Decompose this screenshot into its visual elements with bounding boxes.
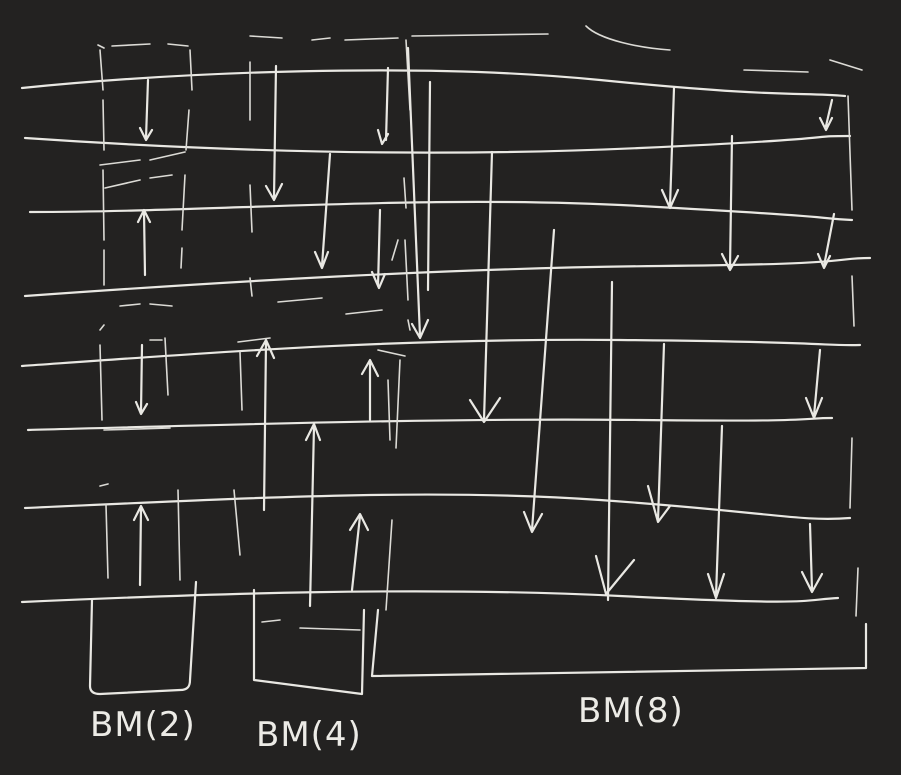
bm4-label: BM(4) bbox=[256, 715, 362, 755]
wire-5 bbox=[20, 338, 862, 368]
bm8-label: BM(8) bbox=[578, 691, 684, 731]
comparator-arrow bbox=[138, 78, 154, 142]
stage-boxes bbox=[97, 25, 863, 441]
comparator-arrow bbox=[800, 522, 824, 594]
group-brackets bbox=[88, 580, 868, 696]
bm4-bracket-inner bbox=[261, 619, 361, 631]
comparator-arrow bbox=[376, 66, 390, 146]
comparator-arrow bbox=[134, 343, 149, 416]
comparator-arrow bbox=[816, 212, 836, 270]
bm2-upper-box-marks bbox=[99, 151, 186, 307]
comparator-arrow bbox=[646, 342, 672, 524]
wire-1 bbox=[20, 69, 847, 98]
bm2-side-lines bbox=[99, 483, 181, 581]
comparator-arrow bbox=[348, 512, 370, 592]
comparator-arrow bbox=[468, 150, 502, 424]
wire-3 bbox=[28, 200, 854, 222]
bm4-bracket bbox=[252, 588, 366, 696]
comparator-arrow bbox=[304, 422, 322, 608]
comparator-arrow bbox=[660, 86, 680, 210]
comparator-arrow bbox=[426, 80, 432, 292]
comparator-arrow bbox=[370, 208, 387, 290]
comparator-arrow bbox=[132, 504, 150, 587]
bm4-side-lines bbox=[233, 239, 399, 611]
comparator-arrow bbox=[818, 98, 834, 132]
comparator-arrow bbox=[594, 280, 636, 602]
comparator-arrow bbox=[720, 134, 740, 272]
wire-2 bbox=[23, 134, 852, 154]
comparator-arrow bbox=[255, 338, 276, 512]
bm8-bracket bbox=[370, 608, 868, 678]
bm2-label: BM(2) bbox=[90, 705, 196, 745]
comparator-arrow bbox=[264, 64, 284, 202]
wire-4 bbox=[23, 256, 872, 298]
bm4-comparators bbox=[233, 64, 399, 611]
comparator-arrow bbox=[804, 348, 824, 420]
wire-7 bbox=[23, 493, 852, 520]
bm8-side-lines bbox=[395, 95, 859, 617]
bm2-comparators bbox=[99, 78, 181, 587]
bm8-comparators bbox=[395, 46, 859, 617]
bm4-box bbox=[237, 35, 411, 441]
comparator-arrow bbox=[406, 46, 430, 340]
comparator-arrow bbox=[522, 228, 556, 534]
wire-8 bbox=[20, 590, 840, 604]
bm2-lower-box bbox=[99, 324, 171, 431]
comparator-arrow bbox=[706, 424, 726, 600]
comparator-arrow bbox=[313, 152, 332, 270]
bm2-bracket bbox=[88, 580, 198, 696]
wires bbox=[20, 69, 872, 604]
comparator-arrow bbox=[136, 208, 152, 277]
upper-right-marks bbox=[411, 25, 863, 73]
wire-6 bbox=[26, 416, 834, 432]
comparator-arrow bbox=[360, 358, 380, 422]
bm2-upper-box bbox=[97, 43, 193, 286]
